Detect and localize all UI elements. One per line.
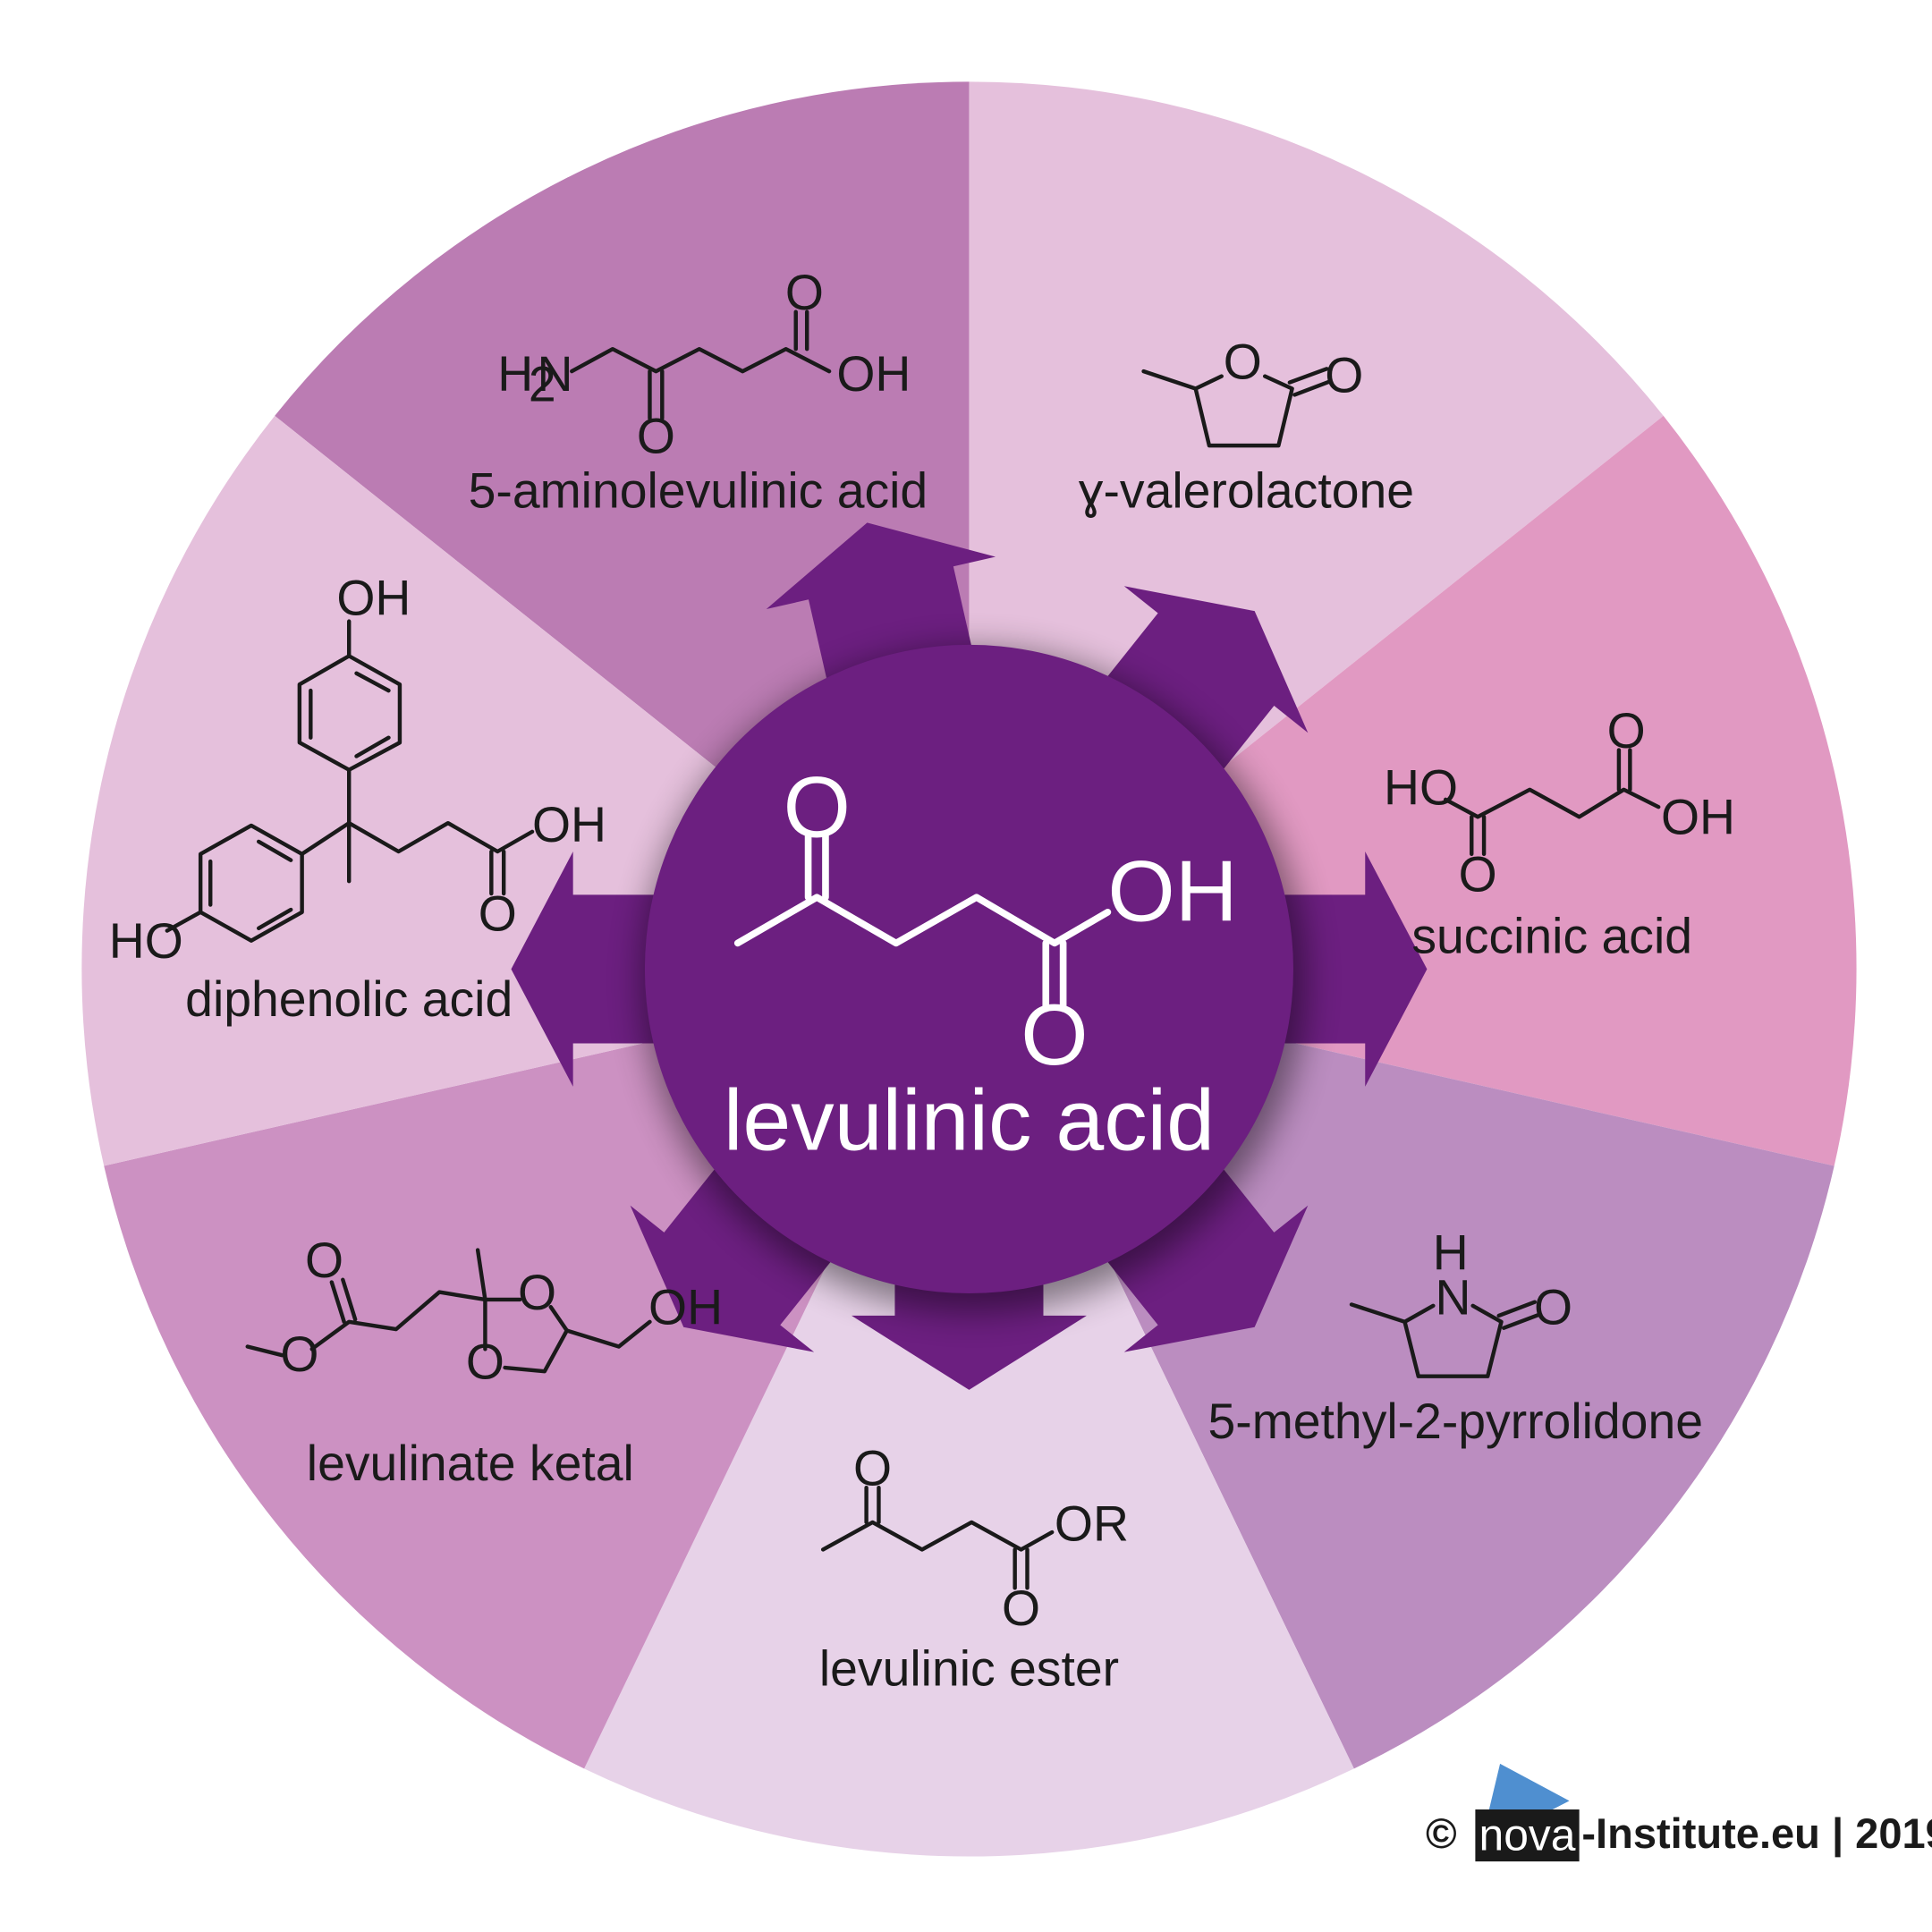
succinic-oh: OH	[1661, 790, 1735, 845]
ester-o-ketone: O	[853, 1440, 892, 1496]
arrows	[511, 522, 1428, 1390]
ketal-o-methoxy: O	[280, 1326, 318, 1382]
succinic-ho: HO	[1384, 759, 1458, 815]
label-valerolactone: ɣ-valerolactone	[1079, 462, 1414, 518]
molecule-succinic: HO O O OH	[1384, 703, 1735, 902]
ketal-o-carbonyl: O	[305, 1233, 343, 1288]
arrow-to-ketal	[630, 1169, 831, 1352]
diphenolic-oh-acid: OH	[532, 797, 606, 852]
molecule-ester: O OR O	[820, 1440, 1129, 1636]
arrow-to-ester	[852, 1284, 1087, 1390]
label-succinic: succinic acid	[1411, 908, 1692, 963]
credit: © nova -Institute.eu | 2019	[1426, 1763, 1932, 1862]
diphenolic-ho-left: HO	[109, 913, 183, 969]
label-ester: levulinic ester	[819, 1641, 1119, 1697]
center-label: levulinic acid	[724, 1071, 1215, 1168]
ester-or: OR	[1055, 1496, 1129, 1552]
center-oh: OH	[1107, 842, 1237, 939]
aminolevulinic-n: N	[538, 346, 573, 402]
center-o-bottom: O	[1021, 986, 1088, 1083]
pyrrolidone-n: N	[1436, 1270, 1471, 1326]
arrow-to-succinic	[1284, 852, 1428, 1087]
ester-o-ester: O	[1002, 1580, 1040, 1636]
molecule-aminolevulinic: H 2 N O O OH	[497, 265, 911, 464]
copyright-symbol: ©	[1426, 1809, 1457, 1857]
aminolevulinic-o-acid: O	[785, 265, 824, 320]
arrow-to-aminolevulinic	[766, 522, 996, 678]
valerolactone-o-carbonyl: O	[1325, 348, 1363, 403]
ketal-o-ring-top: O	[518, 1265, 556, 1320]
label-pyrrolidone: 5-methyl-2-pyrrolidone	[1208, 1394, 1704, 1449]
ketal-oh: OH	[648, 1280, 723, 1335]
succinic-o-left: O	[1459, 846, 1497, 902]
center-o-top: O	[784, 758, 851, 855]
aminolevulinic-o-ketone: O	[637, 408, 675, 463]
label-ketal: levulinate ketal	[307, 1436, 634, 1491]
label-aminolevulinic: 5-aminolevulinic acid	[469, 462, 928, 518]
molecule-valerolactone: O O	[1141, 334, 1363, 448]
center-hub	[644, 644, 1293, 1293]
pyrrolidone-h: H	[1433, 1225, 1469, 1281]
diphenolic-oh-top: OH	[336, 571, 411, 626]
aminolevulinic-oh: OH	[836, 346, 911, 402]
arrow-to-diphenolic	[511, 852, 654, 1087]
aminolevulinic-sub2: 2	[529, 356, 556, 411]
arrow-to-pyrrolidone	[1107, 1169, 1309, 1352]
ketal-o-ring-bottom: O	[466, 1334, 504, 1389]
molecule-ketal: O O O O OH	[245, 1233, 723, 1389]
nova-logo-box	[1475, 1809, 1580, 1862]
valerolactone-o-ring: O	[1224, 334, 1262, 389]
molecule-diphenolic: OH OH O HO	[109, 571, 606, 969]
diphenolic-o-acid: O	[479, 886, 517, 942]
aminolevulinic-h: H	[497, 346, 533, 402]
pyrrolidone-o: O	[1534, 1280, 1572, 1335]
arrow-to-valerolactone	[1107, 586, 1309, 769]
molecule-pyrrolidone: H N O	[1349, 1225, 1572, 1378]
succinic-o-right: O	[1607, 703, 1646, 758]
center-molecule: O OH O	[733, 758, 1238, 1083]
label-diphenolic: diphenolic acid	[185, 971, 513, 1027]
credit-text: -Institute.eu | 2019	[1581, 1809, 1932, 1857]
segment-ester	[584, 969, 1354, 1857]
nova-logo-text: nova	[1479, 1810, 1576, 1860]
